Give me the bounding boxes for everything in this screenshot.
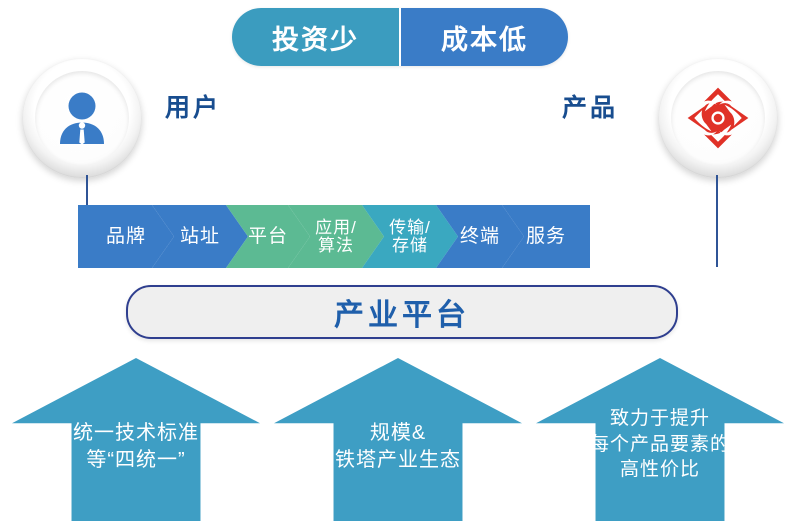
pillar-arrow-3-label: 致力于提升每个产品要素的高性价比 — [589, 408, 730, 481]
value-chain-band: 品牌 站址 平台 应用/算法传输/存储 终端 服务 — [78, 205, 722, 268]
badge-investment-low: 投资少 — [232, 8, 399, 66]
pillar-arrow-3[interactable]: 致力于提升每个产品要素的高性价比 — [536, 358, 784, 521]
industry-platform-label: 产业平台 — [334, 299, 470, 332]
industry-platform-box: 产业平台 — [126, 285, 678, 339]
badge-investment-low-label: 投资少 — [272, 24, 359, 55]
node-user — [22, 58, 142, 178]
china-tower-diamond-logo — [687, 87, 749, 149]
pillar-arrows: 统一技术标准等“四统一” 规模&铁塔产业生态 致力于提升每个产品要素的高性价比 — [0, 358, 800, 521]
chain-segment-4-label: 应用/算法 — [315, 217, 357, 255]
chain-segment-1-label: 品牌 — [105, 225, 146, 247]
connector-right — [716, 175, 718, 267]
node-user-label: 用户 — [165, 94, 222, 122]
chain-segment-7-label: 服务 — [525, 225, 566, 247]
pillar-arrow-2-label: 规模&铁塔产业生态 — [335, 422, 461, 471]
top-badge: 投资少 成本低 — [232, 8, 568, 66]
chain-segment-3-label: 平台 — [247, 225, 288, 247]
node-product-label: 产品 — [562, 94, 619, 122]
node-product-inner — [671, 71, 765, 165]
chain-segment-1[interactable]: 品牌 — [78, 205, 174, 268]
chain-segment-2-label: 站址 — [179, 225, 220, 247]
user-person-icon — [60, 92, 104, 145]
chain-segment-5-label: 传输/存储 — [389, 217, 431, 255]
pillar-arrow-2[interactable]: 规模&铁塔产业生态 — [274, 358, 522, 521]
badge-divider — [399, 8, 401, 66]
badge-cost-low: 成本低 — [400, 8, 568, 66]
chain-segment-6-label: 终端 — [459, 225, 500, 247]
node-product — [658, 58, 778, 178]
badge-cost-low-label: 成本低 — [440, 24, 528, 55]
connector-left — [86, 175, 88, 221]
pillar-arrow-1-label: 统一技术标准等“四统一” — [73, 422, 199, 471]
node-user-inner — [35, 71, 129, 165]
pillar-arrow-1[interactable]: 统一技术标准等“四统一” — [12, 358, 260, 521]
